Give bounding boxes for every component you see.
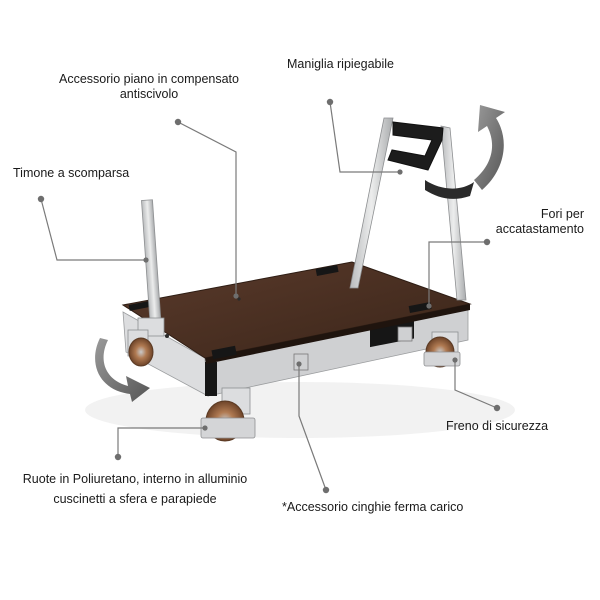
label-stacking: Fori per accatastamento: [460, 207, 584, 237]
frame-end-block: [205, 362, 217, 396]
strap-buckle-2: [397, 326, 413, 342]
handle-grip: [387, 121, 444, 171]
label-wheels-line2: cuscinetti a sfera e parapiede: [53, 492, 217, 506]
leader-handle: [329, 101, 400, 173]
leader-stacking: [428, 241, 487, 306]
label-board-line2: antiscivolo: [119, 87, 179, 101]
label-drawbar: Timone a scomparsa: [13, 166, 130, 180]
label-stacking-line2: accatastamento: [495, 222, 584, 236]
label-stacking-line1: Fori per: [540, 207, 584, 221]
retract-arrow-icon: [95, 338, 150, 402]
leader-straps: [298, 364, 327, 491]
label-board: Accessorio piano in compensato antiscivo…: [44, 72, 254, 102]
fold-arrow-icon: [474, 105, 505, 190]
label-straps: *Accessorio cinghie ferma carico: [282, 500, 464, 514]
label-brake: Freno di sicurezza: [446, 419, 549, 433]
handle-left-post: [349, 117, 394, 289]
leader-drawbar: [40, 198, 146, 261]
left-rear-caster: [127, 329, 154, 367]
label-handle: Maniglia ripiegabile: [287, 57, 395, 71]
label-wheels-line1: Ruote in Poliuretano, interno in allumin…: [22, 472, 248, 486]
leader-wheels: [117, 427, 205, 457]
stacking-hole-back: [315, 264, 339, 277]
leader-board: [177, 121, 237, 296]
floor-shadow: [85, 382, 515, 438]
board-edge: [205, 304, 470, 364]
leader-brake: [454, 360, 498, 409]
label-wheels: Ruote in Poliuretano, interno in allumin…: [10, 469, 260, 509]
stacking-hole-right: [408, 301, 432, 314]
stacking-hole-left: [128, 301, 150, 311]
label-board-line1: Accessorio piano in compensato: [59, 72, 239, 86]
strap-buckle-1: [293, 353, 309, 371]
right-caster-brake: [423, 331, 461, 368]
stacking-hole-front: [211, 345, 237, 360]
front-left-caster: [200, 387, 256, 442]
